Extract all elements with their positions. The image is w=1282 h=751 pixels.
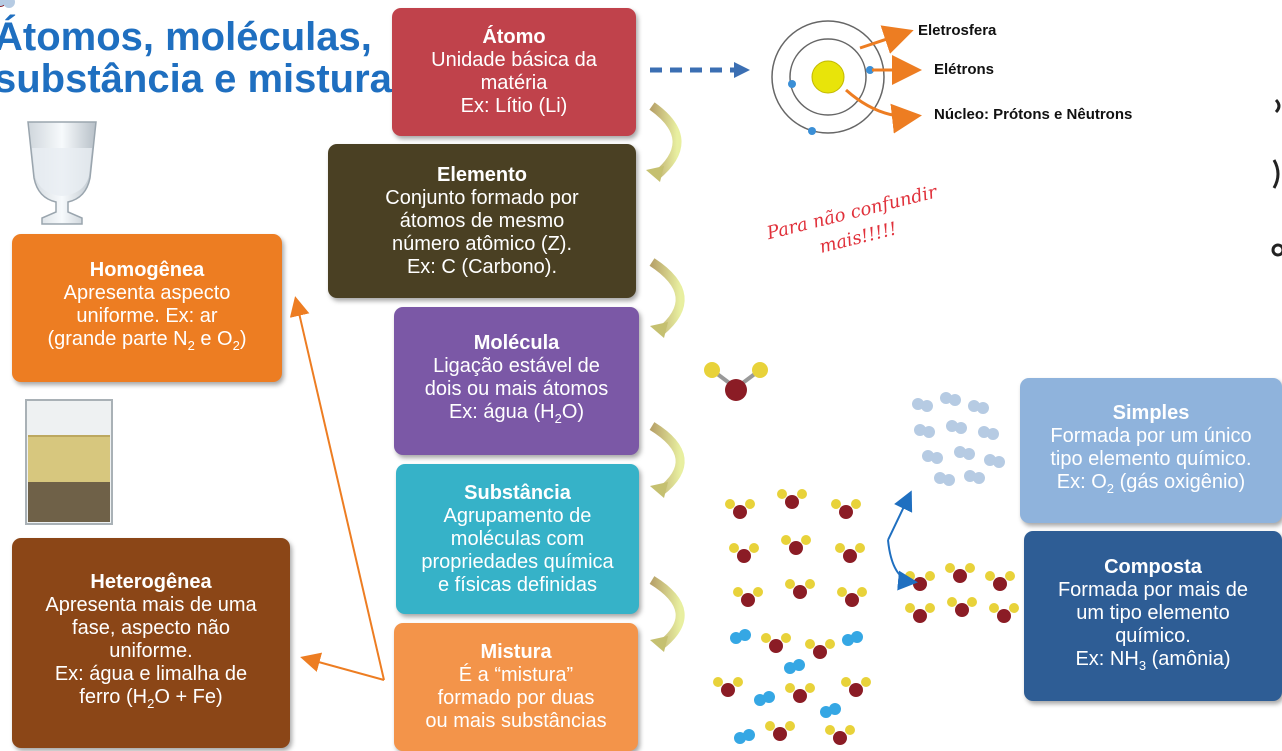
curved-arrow-2 <box>649 258 685 338</box>
composta-heading: Composta <box>1104 555 1202 578</box>
eletrons-label: Elétrons <box>934 61 995 78</box>
arrow-to-simples <box>887 490 913 541</box>
water-molecule-image <box>704 362 768 401</box>
atomo-heading: Átomo <box>482 26 546 48</box>
homogenea-text: Apresenta aspecto uniforme. Ex: ar <box>63 282 231 327</box>
mistura-text: É a “mistura” formado por duas ou mais s… <box>425 664 607 732</box>
arrow-to-homogenea <box>289 296 385 681</box>
molecula-example: Ex: água (H2O) <box>448 401 585 426</box>
mistura-box: Mistura É a “mistura” formado por duas o… <box>394 623 638 751</box>
simples-heading: Simples <box>1112 401 1190 424</box>
heterogenea-heading: Heterogênea <box>90 571 212 593</box>
composta-text: Formada por mais de um tipo elemento quí… <box>1057 578 1249 647</box>
homogenea-example: (grande parte N2 e O2) <box>47 328 247 353</box>
mixture-molecules-image <box>0 0 871 745</box>
substancia-heading: Substância <box>464 481 571 504</box>
molecula-heading: Molécula <box>473 332 560 354</box>
substancia-text: Agrupamento de moléculas com propriedade… <box>421 504 614 596</box>
curved-arrow-3 <box>649 422 685 498</box>
elemento-heading: Elemento <box>436 163 528 186</box>
substancia-box: Substância Agrupamento de moléculas com … <box>396 464 639 614</box>
composta-box: Composta Formada por mais de um tipo ele… <box>1024 531 1282 701</box>
molecula-text: Ligação estável de dois ou mais átomos <box>424 355 609 400</box>
simples-example: Ex: O2 (gás oxigênio) <box>1056 470 1246 496</box>
simples-box: Simples Formada por um único tipo elemen… <box>1020 378 1282 523</box>
heterogenea-example: ferro (H2O + Fe) <box>79 686 223 711</box>
heterogenea-box: Heterogênea Apresenta mais de uma fase, … <box>12 538 290 748</box>
molecula-box: Molécula Ligação estável de dois ou mais… <box>394 307 639 455</box>
heterogenea-text: Apresenta mais de uma fase, aspecto não … <box>45 594 257 685</box>
atomo-text: Unidade básica da matéria Ex: Lítio (Li) <box>431 49 597 117</box>
composta-example: Ex: NH3 (amônia) <box>1075 647 1231 673</box>
atomo-box: Átomo Unidade básica da matéria Ex: Líti… <box>392 8 636 136</box>
curved-arrow-1 <box>646 102 682 182</box>
right-edge-fragment <box>1271 98 1282 257</box>
compound-substance-image <box>905 563 1019 623</box>
homogenea-box: Homogênea Apresenta aspecto uniforme. Ex… <box>12 234 282 382</box>
curved-arrow-4 <box>649 576 685 652</box>
substance-molecules-image <box>0 0 867 607</box>
arrow-to-heterogenea <box>300 652 385 681</box>
homogenea-heading: Homogênea <box>89 259 205 281</box>
page-title: Átomos, moléculas, substância e mistura <box>0 15 392 101</box>
elemento-text: Conjunto formado por átomos de mesmo núm… <box>385 186 579 278</box>
atom-model <box>771 20 922 135</box>
mistura-heading: Mistura <box>480 641 552 663</box>
beaker-mixture-image <box>25 399 113 525</box>
simple-substance-image <box>0 0 1005 486</box>
glass-of-water-image <box>27 121 97 225</box>
elemento-box: Elemento Conjunto formado por átomos de … <box>328 144 636 298</box>
arrow-to-composta <box>887 539 918 591</box>
nucleo-label: Núcleo: Prótons e Nêutrons <box>934 106 1133 123</box>
simples-text: Formada por um único tipo elemento quími… <box>1050 424 1252 470</box>
eletrosfera-label: Eletrosfera <box>918 22 997 39</box>
